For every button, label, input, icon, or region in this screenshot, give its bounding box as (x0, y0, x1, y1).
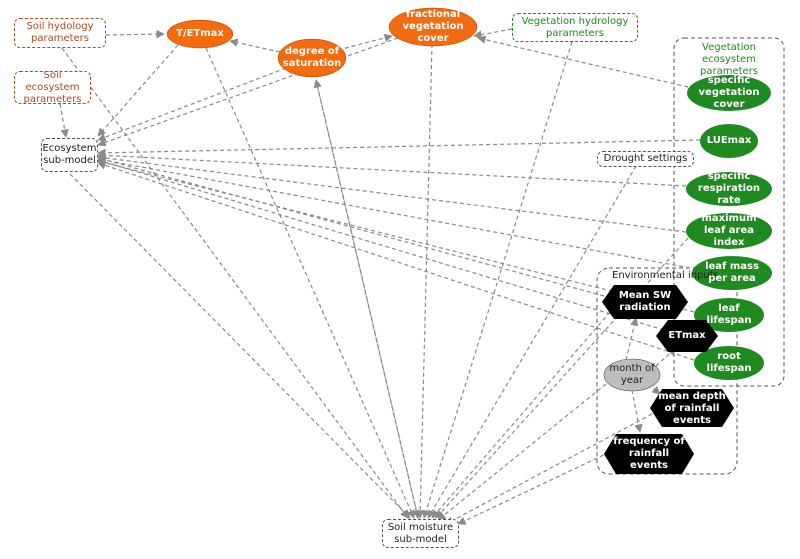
specific-veg-cover-label: specific vegetation cover (698, 75, 760, 110)
t-etmax-label: T/ETmax (176, 28, 224, 39)
degree-saturation-label: degree of saturation (282, 46, 342, 69)
leaf-lifespan-node[interactable] (694, 298, 764, 332)
month-of-year-node[interactable] (603, 358, 661, 392)
etmax-label: ETmax (668, 330, 706, 341)
specific-resp-rate-node[interactable] (686, 172, 772, 206)
edge-meandepth-soilmoist (445, 413, 653, 525)
drought-settings-box[interactable]: Drought settings (597, 151, 694, 167)
vegetation-ecosystem-group-title: Vegetation ecosystem parameters (699, 42, 758, 77)
edge-meansw-soilmoist (431, 311, 611, 519)
edge-resp-eco (97, 151, 687, 187)
root-lifespan-node[interactable] (694, 346, 764, 380)
leaf-mass-per-area-node[interactable] (692, 256, 772, 290)
edge-soileco-eco (59, 103, 69, 138)
edge-meansw-eco (97, 155, 605, 297)
degree-saturation-node[interactable] (277, 38, 347, 78)
edge-lma-eco (97, 156, 691, 269)
month-of-year-label: month of year (609, 363, 655, 386)
ecosystem-submodel-box[interactable]: Ecosystem sub-model (41, 138, 98, 172)
edge-degsat-fraccover (337, 33, 393, 51)
edge-etmax-eco (97, 158, 665, 331)
luemax-node[interactable] (700, 124, 758, 158)
edge-tetmax-soilmoist (205, 47, 415, 519)
root-lifespan-label: root lifespan (706, 351, 752, 374)
soil-hydrology-params-box[interactable]: Soil hydology parameters (14, 18, 106, 48)
frequency-rainfall-label: frequency of rainfall events (613, 436, 685, 471)
edge-degsat-tetmax (229, 38, 281, 53)
edge-drought-soilmoist (427, 165, 637, 519)
frequency-rainfall-node[interactable] (604, 434, 694, 474)
edge-degsat-eco (97, 67, 287, 142)
edge-soilmoist-degsat (313, 79, 419, 519)
mean-sw-radiation-label: Mean SW radiation (618, 290, 672, 313)
edge-specveg-fraccover (477, 35, 689, 88)
mean-depth-rainfall-node[interactable] (650, 389, 734, 427)
edge-month-soilmoist (437, 383, 607, 521)
t-etmax-node[interactable] (166, 19, 234, 49)
edge-eco-soilmoist (69, 173, 411, 519)
mean-sw-radiation-node[interactable] (602, 285, 688, 319)
edge-veghyd-soilmoist (422, 41, 573, 519)
edge-fraccover-eco (97, 37, 399, 147)
edge-veghyd-fraccover (473, 28, 513, 39)
edge-soilhyd-tetmax (105, 29, 165, 39)
edge-soilhyd-soilmoist (61, 47, 409, 519)
specific-veg-cover-node[interactable] (687, 75, 771, 111)
edges (59, 28, 701, 525)
edge-luemax-eco (97, 139, 701, 158)
environmental-inputs-group-title: Environmental inputs (612, 270, 719, 281)
edge-tetmax-eco (97, 44, 179, 137)
edge-rootspan-eco (97, 161, 695, 361)
leaf-mass-per-area-label: leaf mass per area (705, 261, 759, 284)
leaf-lifespan-label: leaf lifespan (706, 303, 752, 326)
fractional-veg-cover-node[interactable] (388, 7, 478, 47)
etmax-node[interactable] (656, 320, 718, 352)
max-leaf-area-index-node[interactable] (686, 213, 772, 249)
edge-leafspan-eco (97, 158, 695, 313)
edge-month-frequency (631, 389, 643, 433)
mean-depth-rainfall-label: mean depth of rainfall events (658, 391, 726, 426)
edge-frequency-soilmoist (457, 451, 611, 525)
fractional-veg-cover-label: fractional vegetation cover (402, 9, 464, 44)
specific-resp-rate-label: specific respiration rate (697, 171, 761, 206)
soil-ecosystem-params-box[interactable]: Soil ecosystem parameters (14, 70, 91, 105)
edge-month-meansw (625, 317, 639, 361)
vegetation-hydrology-params-box[interactable]: Vegetation hydrology parameters (512, 13, 638, 42)
edge-maxlai-eco (97, 153, 687, 233)
luemax-label: LUEmax (706, 135, 752, 146)
edge-fraccover-soilmoist (415, 43, 433, 519)
vegetation-ecosystem-group (673, 37, 785, 387)
max-leaf-area-index-label: maximum leaf area index (701, 213, 757, 248)
soil-moisture-submodel-box[interactable]: Soil moisture sub-model (382, 519, 459, 548)
